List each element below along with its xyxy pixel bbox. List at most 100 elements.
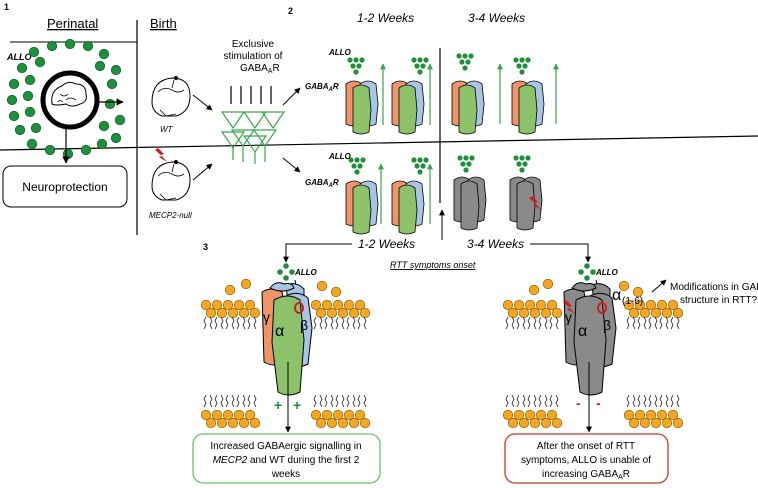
lipid-head: [535, 299, 547, 311]
allo-dot: [411, 57, 417, 63]
allo-dot: [98, 48, 110, 60]
lipid-head: [502, 299, 514, 311]
wt-label: WT: [160, 125, 174, 134]
lipid-head: [249, 417, 261, 429]
right-alpha-outer: α: [612, 287, 621, 304]
lipid-tail: [214, 316, 224, 330]
p2-week34-label: 3-4 Weeks: [468, 11, 525, 25]
lipid-tail: [626, 316, 636, 330]
lipid-tail: [637, 316, 647, 330]
allo-dot: [469, 155, 475, 161]
lipid-head: [321, 409, 333, 421]
lipid-tail: [346, 394, 356, 408]
allo-dot: [289, 269, 295, 275]
left-gamma-label: γ: [263, 309, 270, 325]
horizontal-divider: [0, 135, 758, 151]
lipid-head: [343, 299, 355, 311]
lipid-head: [540, 307, 552, 319]
allo-dot: [357, 163, 363, 169]
lipid-head: [233, 409, 245, 421]
lipid-head: [240, 278, 252, 290]
allo-dot: [6, 94, 18, 106]
exclusive-line3: GABAAR: [240, 63, 280, 75]
allo-dot: [466, 161, 472, 167]
lipid-head: [618, 280, 630, 292]
allo-dot: [423, 157, 429, 163]
lipid-head: [244, 409, 256, 421]
question-line1: Modifications in GABAAR: [670, 282, 758, 294]
p3-week34-arrow: [530, 243, 591, 263]
allo-dot: [590, 269, 596, 275]
lipid-head: [645, 409, 657, 421]
lipid-tail: [626, 394, 636, 408]
p3-week34-label: 3-4 Weeks: [467, 237, 524, 251]
perinatal-label: Perinatal: [47, 16, 98, 31]
rtt-onset-label: RTT symptoms onset: [390, 260, 476, 270]
lipid-tail: [527, 316, 537, 330]
lipid-tail: [637, 394, 647, 408]
left-box-line3: weeks: [271, 469, 300, 480]
neuroprotection-box: [2, 165, 128, 208]
lipid-head: [535, 409, 547, 421]
receptor-subunit: [518, 84, 538, 135]
lipid-head: [348, 307, 360, 319]
allo-dot: [456, 53, 462, 59]
allo-dot: [417, 157, 423, 163]
allo-dot: [353, 69, 359, 75]
allo-dot-cloud: [6, 38, 126, 160]
p2-allo-bottom: ALLO: [328, 152, 352, 161]
lipid-head: [222, 299, 234, 311]
lipid-head: [244, 299, 256, 311]
allo-dot: [423, 57, 429, 63]
mecp2-arrow: [192, 163, 213, 181]
lipid-head: [540, 417, 552, 429]
lipid-head: [551, 307, 563, 319]
allo-dot: [80, 144, 92, 156]
allo-dot: [14, 124, 26, 136]
lipid-head: [529, 417, 541, 429]
allo-dot: [414, 63, 420, 69]
lipid-tail: [247, 394, 257, 408]
right-box-line1: After the onset of RTT: [537, 441, 635, 452]
allo-dot: [348, 157, 354, 163]
allo-dot: [16, 62, 28, 74]
lipid-head: [337, 417, 349, 429]
lipid-head: [645, 299, 657, 311]
panel-3-number: 3: [203, 242, 208, 252]
lipid-tail: [236, 394, 246, 408]
lipid-tail: [516, 316, 526, 330]
perinatal-brain: [40, 70, 100, 130]
allo-dot: [28, 46, 40, 58]
allo-dot: [8, 110, 20, 122]
lipid-tail: [648, 316, 658, 330]
left-gabaa-receptor: [261, 282, 313, 396]
lipid-head: [216, 307, 228, 319]
lipid-tail: [214, 394, 224, 408]
lipid-head: [315, 417, 327, 429]
lipid-head: [205, 417, 217, 429]
lipid-head: [529, 307, 541, 319]
lipid-tail: [357, 316, 367, 330]
allo-dot: [462, 65, 468, 71]
allo-dot: [457, 155, 463, 161]
lipid-head: [513, 299, 525, 311]
allo-dot: [110, 132, 122, 144]
lipid-head: [507, 307, 519, 319]
wt-outcome-arrow: [282, 87, 301, 106]
lipid-head: [528, 284, 540, 296]
lipid-head: [628, 417, 640, 429]
lipid-head: [507, 417, 519, 429]
right-outcome-box: [504, 433, 669, 484]
p2-gaba-top: GABAAR: [305, 82, 339, 93]
left-box-line2: MECP2 and WT during the first 2: [213, 455, 360, 466]
lipid-head: [518, 307, 530, 319]
allo-dot: [82, 40, 94, 52]
lipid-head: [227, 417, 239, 429]
lipid-tail: [225, 316, 235, 330]
p2-gaba-bottom: GABAAR: [305, 178, 339, 189]
allo-dot: [24, 106, 36, 118]
lipid-head: [639, 307, 651, 319]
exclusive-line2: stimulation of: [224, 51, 283, 62]
p3-allo-left: ALLO: [294, 268, 318, 277]
mecp2-lightning-icon: [155, 148, 167, 162]
